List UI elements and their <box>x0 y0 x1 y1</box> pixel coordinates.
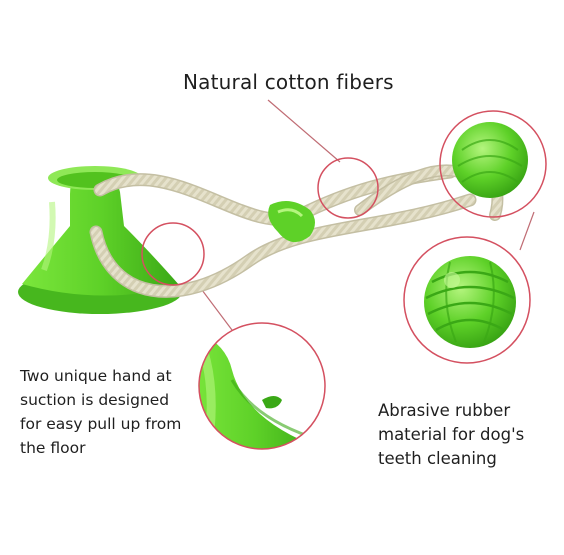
rubber-description-label: Abrasive rubber material for dog's teeth… <box>378 401 525 468</box>
zoom-suction-detail <box>198 322 326 450</box>
suction-description-label: Two unique hand at suction is designed f… <box>20 367 182 457</box>
cotton-fibers-label: Natural cotton fibers <box>183 70 394 94</box>
rope-clip-image <box>268 201 315 243</box>
callout-circles <box>141 110 547 286</box>
small-ball-image <box>452 122 528 198</box>
rubber-ball-image <box>403 236 531 364</box>
